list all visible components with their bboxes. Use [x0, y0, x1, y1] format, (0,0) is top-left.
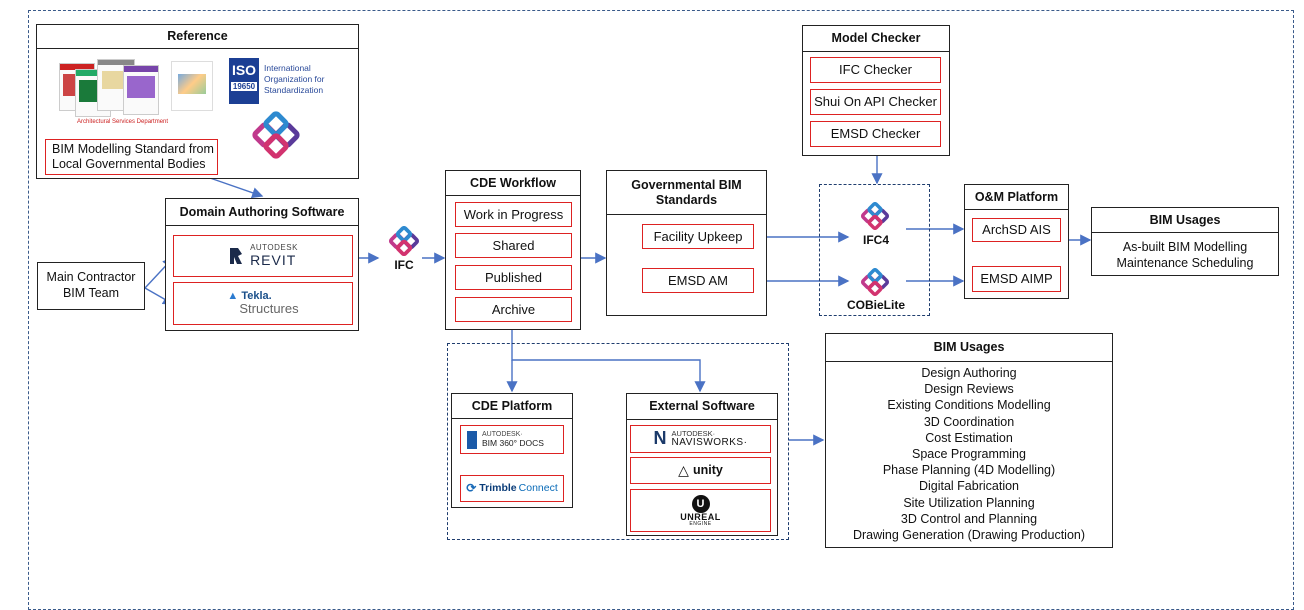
bim-usages-right-title: BIM Usages: [1092, 208, 1278, 233]
platforms-group: [447, 343, 789, 540]
bim360-name: BIM 360° DOCS: [482, 437, 544, 448]
navisworks-icon: N: [653, 428, 667, 449]
arrow-reference-domain: [209, 177, 264, 199]
unreal-name: UNREAL: [680, 511, 721, 522]
main-contractor-label: Main Contractor BIM Team: [46, 270, 136, 300]
checker-ifc: IFC Checker: [810, 57, 941, 83]
standards-documents-image: Architectural Services Department: [47, 55, 222, 135]
om-platform-title: O&M Platform: [965, 185, 1068, 210]
usage-right-item: As-built BIM Modelling: [1122, 240, 1248, 254]
gov-standards-box: Governmental BIM Standards Facility Upke…: [606, 170, 767, 316]
cobielite-icon: [860, 268, 890, 296]
revit-name: REVIT: [250, 251, 297, 268]
reference-title: Reference: [37, 25, 358, 49]
ifc-icon: [388, 226, 420, 256]
doc-caption: Architectural Services Department: [77, 119, 169, 125]
usage-item: Site Utilization Planning: [903, 495, 1035, 510]
connector-arrows: [144, 156, 1092, 446]
cde-platform-title: CDE Platform: [452, 394, 572, 419]
buildingsmart-logo-icon: [252, 111, 300, 159]
revit-brand: AUTODESK: [250, 243, 298, 253]
workflow-work-in-progress: Work in Progress: [455, 202, 572, 227]
trimble-suffix: Connect: [518, 482, 558, 495]
unreal-logo: U UNREAL ENGINE: [630, 489, 771, 532]
usage-item: 3D Control and Planning: [900, 511, 1038, 526]
model-checker-box: Model Checker IFC Checker Shui On API Ch…: [802, 25, 950, 156]
usage-item: 3D Coordination: [923, 414, 1015, 429]
gov-standards-title: Governmental BIM Standards: [607, 171, 766, 215]
external-software-title: External Software: [627, 394, 777, 420]
bim-usages-right-box: BIM Usages As-built BIM Modelling Mainte…: [1091, 207, 1279, 276]
ifc-label: IFC: [394, 258, 414, 272]
reference-caption: BIM Modelling Standard from Local Govern…: [45, 139, 218, 175]
trimble-icon: ⟳: [466, 481, 477, 496]
unity-logo: △ unity: [630, 457, 771, 484]
usage-item: Design Reviews: [924, 382, 1014, 397]
usage-item: Existing Conditions Modelling: [887, 398, 1051, 413]
reference-box: Reference Architectural Services Departm…: [36, 24, 359, 179]
revit-icon: [230, 248, 243, 264]
workflow-archive: Archive: [455, 297, 572, 322]
ifc4-label: IFC4: [862, 233, 889, 247]
formats-group: [819, 184, 930, 316]
cobielite-label: COBieLite: [846, 298, 905, 312]
gov-emsd-am: EMSD AM: [642, 268, 754, 293]
workflow-published: Published: [455, 265, 572, 290]
cde-workflow-box: CDE Workflow Work in Progress Shared Pub…: [445, 170, 581, 330]
checker-emsd: EMSD Checker: [810, 121, 941, 147]
usage-item: Design Authoring: [921, 366, 1017, 380]
usage-item: Drawing Generation (Drawing Production): [852, 528, 1086, 543]
checker-shui-on: Shui On API Checker: [810, 89, 941, 115]
unity-name: unity: [692, 463, 723, 477]
usage-item: Phase Planning (4D Modelling): [882, 463, 1056, 478]
gov-facility-upkeep: Facility Upkeep: [642, 224, 754, 249]
bim-usages-bottom-title: BIM Usages: [826, 334, 1112, 362]
trimble-name: Trimble: [479, 482, 517, 495]
iso-mark: ISO: [231, 62, 257, 78]
tekla-name: Structures: [239, 301, 299, 317]
navisworks-logo: N AUTODESK· NAVISWORKS·: [630, 425, 771, 453]
usage-item: Digital Fabrication: [918, 479, 1020, 494]
iso-logo: ISO 19650: [229, 58, 259, 104]
iso-text: International Organization for Standardi…: [264, 63, 325, 95]
trimble-logo: ⟳ Trimble Connect: [460, 475, 564, 502]
tekla-brand: ▲ Tekla.: [227, 290, 272, 303]
bim360-logo: AUTODESK· BIM 360° DOCS: [460, 425, 564, 454]
iso-number: 19650: [231, 82, 257, 91]
cde-workflow-title: CDE Workflow: [446, 171, 580, 196]
om-platform-box: O&M Platform ArchSD AIS EMSD AIMP: [964, 184, 1069, 299]
ifc4-icon: [860, 202, 890, 230]
domain-authoring-title: Domain Authoring Software: [166, 199, 358, 226]
tekla-icon: ▲: [227, 290, 239, 303]
revit-logo: AUTODESK REVIT: [173, 235, 353, 277]
external-software-box: External Software N AUTODESK· NAVISWORKS…: [626, 393, 778, 536]
arrow-cde-platforms: [511, 330, 706, 393]
usage-item: Cost Estimation: [925, 430, 1013, 445]
bim360-icon: [467, 430, 477, 449]
usage-item: Space Programming: [912, 447, 1026, 462]
om-emsd-aimp: EMSD AIMP: [972, 266, 1061, 292]
model-checker-title: Model Checker: [803, 26, 949, 52]
om-archsd-ais: ArchSD AIS: [972, 218, 1061, 242]
unreal-sub: ENGINE: [689, 520, 712, 527]
main-contractor-box: Main Contractor BIM Team: [37, 262, 145, 310]
unity-icon: △: [678, 462, 689, 479]
navisworks-brand: AUTODESK·: [671, 429, 716, 439]
cde-platform-box: CDE Platform AUTODESK· BIM 360° DOCS ⟳ T…: [451, 393, 573, 508]
workflow-shared: Shared: [455, 233, 572, 258]
unreal-icon: U: [691, 494, 710, 513]
domain-authoring-box: Domain Authoring Software AUTODESK REVIT…: [165, 198, 359, 331]
navisworks-name: NAVISWORKS·: [671, 436, 748, 448]
tekla-logo: ▲ Tekla. Structures: [173, 282, 353, 325]
bim360-brand: AUTODESK·: [482, 431, 523, 439]
usage-right-item: Maintenance Scheduling: [1116, 256, 1254, 271]
